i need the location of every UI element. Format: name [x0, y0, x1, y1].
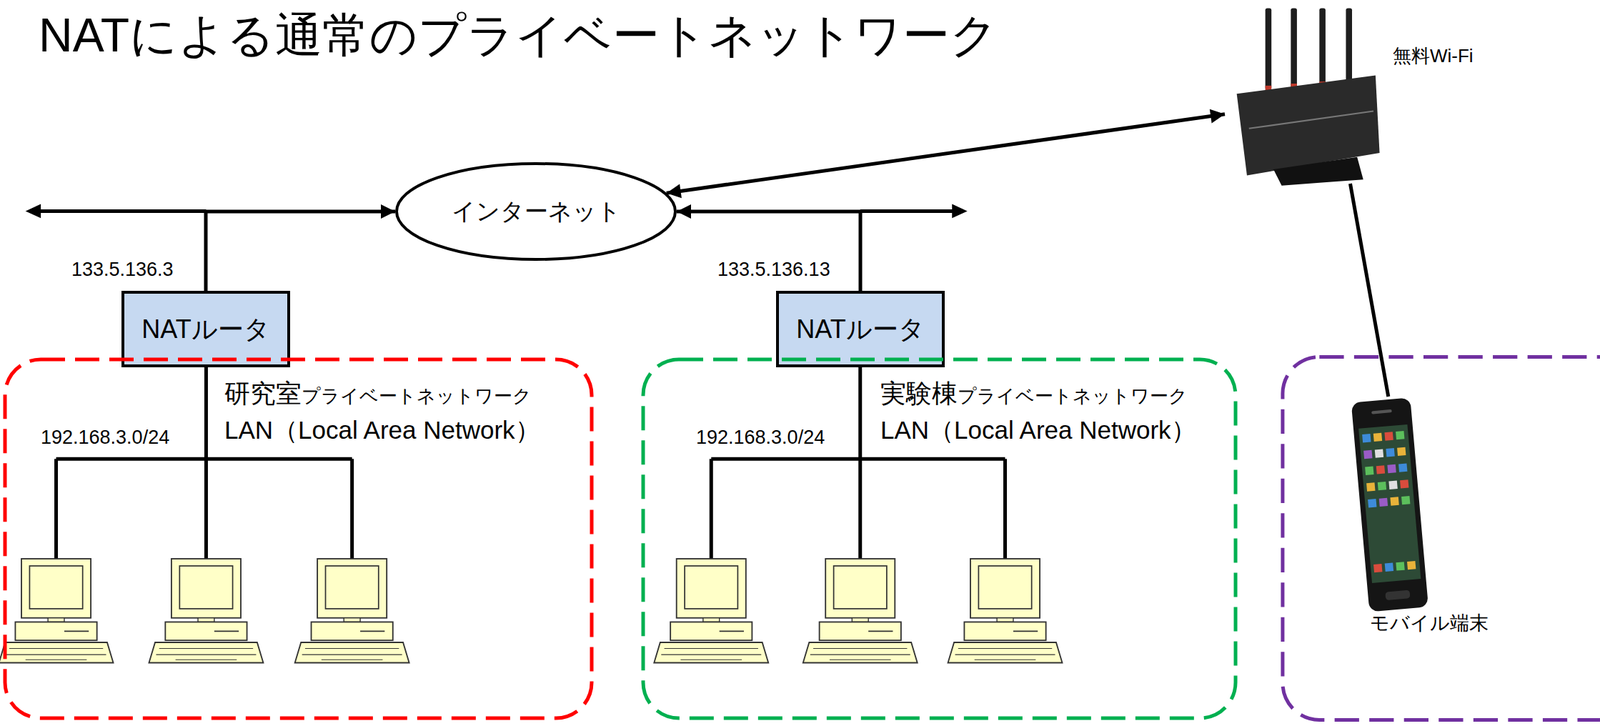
- label-holder: 133.5.136.13: [717, 258, 831, 281]
- lan-region: 実験棟プライベートネットワーク LAN（Local Area Network）: [641, 357, 1238, 721]
- connector-line: [666, 114, 1225, 193]
- title: NATによる通常のプライベートネットワーク: [38, 8, 999, 63]
- label-holder: 無料Wi-Fi: [1392, 45, 1474, 68]
- subnet-address: 192.168.3.0/24: [40, 426, 170, 449]
- subnet-address: 192.168.3.0/24: [696, 426, 825, 449]
- wifi-router-art: [1236, 7, 1380, 186]
- arrow-head: [380, 204, 396, 219]
- line-holder: LAN（Local Area Network）: [880, 415, 1197, 445]
- heading-row: 研究室プライベートネットワーク: [224, 378, 532, 409]
- ip-address: 133.5.136.3: [71, 258, 174, 281]
- region-outline: [641, 357, 1238, 721]
- line-holder: LAN（Local Area Network）: [224, 415, 541, 445]
- label-holder: 192.168.3.0/24: [40, 426, 170, 449]
- internet-cloud: インターネット: [395, 162, 677, 261]
- mobile-region: [1282, 356, 1600, 720]
- nat-router-box: NATルータ: [776, 290, 945, 368]
- nat-router-box: NATルータ: [121, 290, 291, 368]
- connector-arrow: [676, 204, 861, 291]
- lan-region: 研究室プライベートネットワーク LAN（Local Area Network）: [2, 357, 594, 721]
- mobile-device: モバイル端末: [1350, 396, 1508, 640]
- computer-icon: [0, 558, 1062, 664]
- heading-row: 実験棟プライベートネットワーク: [880, 378, 1188, 409]
- caption-holder: モバイル端末: [1350, 612, 1508, 635]
- label-holder: 192.168.3.0/24: [696, 426, 825, 449]
- connector-arrow: [666, 109, 1225, 199]
- connector-arrow: [205, 204, 396, 291]
- label-holder: 133.5.136.3: [71, 258, 174, 281]
- device-caption: モバイル端末: [1350, 612, 1508, 635]
- connector-line: [1349, 183, 1388, 397]
- wifi-router: 無料Wi-Fi: [1224, 10, 1378, 184]
- node-label: NATルータ: [141, 314, 270, 344]
- connector-line: [676, 211, 861, 291]
- node-label: インターネット: [451, 197, 621, 226]
- arrow-head: [676, 204, 692, 219]
- title-holder: NATによる通常のプライベートネットワーク: [38, 8, 999, 63]
- lan-wiring: [56, 367, 1006, 559]
- device-label: 無料Wi-Fi: [1392, 45, 1474, 68]
- network-type: LAN（Local Area Network）: [224, 415, 541, 445]
- connector-arrow: [1349, 183, 1388, 397]
- network-name: 実験棟: [880, 378, 958, 409]
- connector-line: [205, 211, 396, 291]
- node-label: NATルータ: [796, 314, 924, 344]
- arrow-head: [1209, 109, 1225, 124]
- mobile-phone-art: [1351, 397, 1429, 612]
- network-name: 研究室: [224, 378, 302, 409]
- network-kind: プライベートネットワーク: [301, 385, 532, 408]
- network-type: LAN（Local Area Network）: [880, 415, 1197, 445]
- ip-address: 133.5.136.13: [717, 258, 831, 281]
- network-kind: プライベートネットワーク: [957, 385, 1188, 408]
- region-outline: [2, 357, 594, 721]
